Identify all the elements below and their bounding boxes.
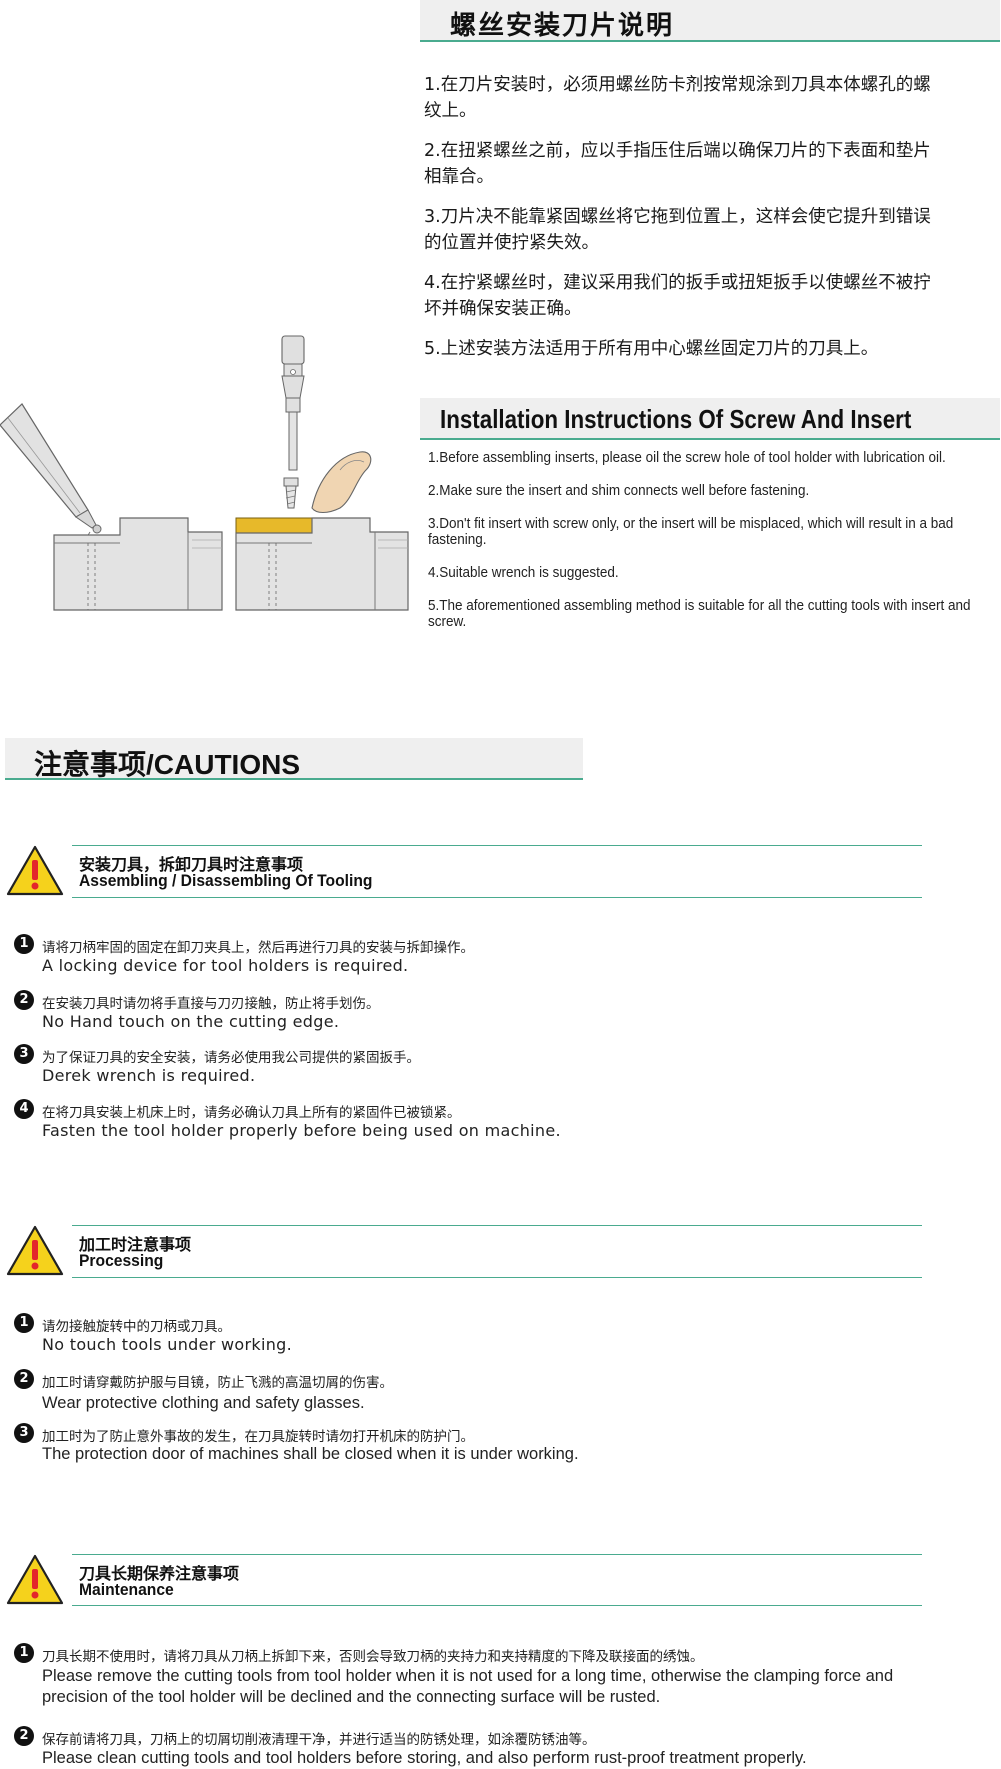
section-title-cn: 安装刀具，拆卸刀具时注意事项 (79, 855, 304, 874)
install-cn-item: 4.在拧紧螺丝时，建议采用我们的扳手或扭矩扳手以使螺丝不被拧坏并确保安装正确。 (424, 273, 931, 319)
section-rule-bottom (72, 1605, 922, 1606)
caution-item-cn: 在将刀具安装上机床上时，请务必确认刀具上所有的紧固件已被锁紧。 (42, 1105, 461, 1121)
section-rule-top (72, 845, 922, 846)
install-en-title: Installation Instructions Of Screw And I… (440, 404, 912, 434)
screwdriver-icon (281, 335, 305, 471)
warning-triangle-icon (6, 1225, 64, 1276)
caution-item-en: Fasten the tool holder properly before b… (42, 1121, 561, 1140)
number-circle-icon: 1 (14, 1643, 34, 1663)
caution-item-en: Please remove the cutting tools from too… (42, 1667, 894, 1706)
number-circle-icon: 2 (14, 990, 34, 1010)
caution-item-cn: 保存前请将刀具，刀柄上的切屑切削液清理干净，并进行适当的防锈处理，如涂覆防锈油等… (42, 1732, 596, 1748)
install-en-item: 5.The aforementioned assembling method i… (428, 597, 971, 630)
section-rule-bottom (72, 1277, 922, 1278)
number-circle-icon: 3 (14, 1044, 34, 1064)
finger-icon (311, 451, 372, 514)
section-title-cn: 刀具长期保养注意事项 (79, 1564, 240, 1583)
warning-triangle-icon (6, 845, 64, 896)
caution-item-cn: 请将刀柄牢固的固定在卸刀夹具上，然后再进行刀具的安装与拆卸操作。 (42, 940, 474, 956)
number-circle-icon: 4 (14, 1099, 34, 1119)
lubricant-tube-icon (0, 403, 102, 546)
install-en-list: 1.Before assembling inserts, please oil … (428, 450, 998, 647)
install-cn-title: 螺丝安装刀片说明 (450, 11, 675, 41)
screw-icon (283, 477, 299, 509)
caution-item-en: No touch tools under working. (42, 1335, 292, 1354)
install-cn-item: 1.在刀片安装时，必须用螺丝防卡剂按常规涂到刀具本体螺孔的螺纹上。 (424, 75, 931, 121)
caution-item-en: The protection door of machines shall be… (42, 1445, 579, 1463)
install-en-item: 2.Make sure the insert and shim connects… (428, 482, 810, 499)
number-circle-icon: 3 (14, 1423, 34, 1443)
install-en-header: Installation Instructions Of Screw And I… (420, 398, 1000, 440)
caution-item-en: Please clean cutting tools and tool hold… (42, 1749, 807, 1767)
tool-body-right (235, 517, 409, 611)
install-cn-list: 1.在刀片安装时，必须用螺丝防卡剂按常规涂到刀具本体螺孔的螺纹上。 2.在扭紧螺… (424, 72, 944, 376)
number-circle-icon: 2 (14, 1369, 34, 1389)
section-title-en: Assembling / Disassembling Of Tooling (79, 871, 373, 890)
caution-item-cn: 在安装刀具时请勿将手直接与刀刃接触，防止将手划伤。 (42, 996, 380, 1012)
caution-item-cn: 刀具长期不使用时，请将刀具从刀柄上拆卸下来，否则会导致刀柄的夹持力和夹持精度的下… (42, 1649, 704, 1665)
install-cn-header: 螺丝安装刀片说明 (420, 0, 1000, 42)
install-en-item: 1.Before assembling inserts, please oil … (428, 449, 946, 466)
section-title-en: Maintenance (79, 1580, 174, 1599)
cautions-header: 注意事项/CAUTIONS (5, 738, 583, 780)
cautions-title: 注意事项/CAUTIONS (34, 749, 301, 780)
caution-item-en: A locking device for tool holders is req… (42, 956, 409, 975)
tool-body-left (53, 517, 223, 611)
install-en-item: 3.Don't fit insert with screw only, or t… (428, 515, 954, 548)
section-rule-top (72, 1554, 922, 1555)
caution-item-en: No Hand touch on the cutting edge. (42, 1012, 340, 1031)
warning-triangle-icon (6, 1554, 64, 1605)
caution-item-cn: 请勿接触旋转中的刀柄或刀具。 (42, 1319, 231, 1335)
section-rule-bottom (72, 897, 922, 898)
screw-installation-illustration (0, 335, 409, 611)
caution-item-en: Wear protective clothing and safety glas… (42, 1394, 365, 1412)
install-en-item: 4.Suitable wrench is suggested. (428, 564, 619, 581)
caution-item-cn: 加工时为了防止意外事故的发生，在刀具旋转时请勿打开机床的防护门。 (42, 1429, 474, 1445)
number-circle-icon: 2 (14, 1726, 34, 1746)
section-rule-top (72, 1225, 922, 1226)
section-title-en: Processing (79, 1251, 164, 1270)
install-cn-item: 3.刀片决不能靠紧固螺丝将它拖到位置上，这样会使它提升到错误的位置并使拧紧失效。 (424, 207, 931, 253)
number-circle-icon: 1 (14, 1313, 34, 1333)
install-cn-item: 2.在扭紧螺丝之前，应以手指压住后端以确保刀片的下表面和垫片相靠合。 (424, 141, 931, 187)
number-circle-icon: 1 (14, 934, 34, 954)
install-cn-item: 5.上述安装方法适用于所有用中心螺丝固定刀片的刀具上。 (424, 339, 879, 359)
caution-item-cn: 为了保证刀具的安全安装，请务必使用我公司提供的紧固扳手。 (42, 1050, 420, 1066)
caution-item-cn: 加工时请穿戴防护服与目镜，防止飞溅的高温切屑的伤害。 (42, 1375, 393, 1391)
section-title-cn: 加工时注意事项 (79, 1235, 192, 1254)
caution-item-en: Derek wrench is required. (42, 1066, 256, 1085)
